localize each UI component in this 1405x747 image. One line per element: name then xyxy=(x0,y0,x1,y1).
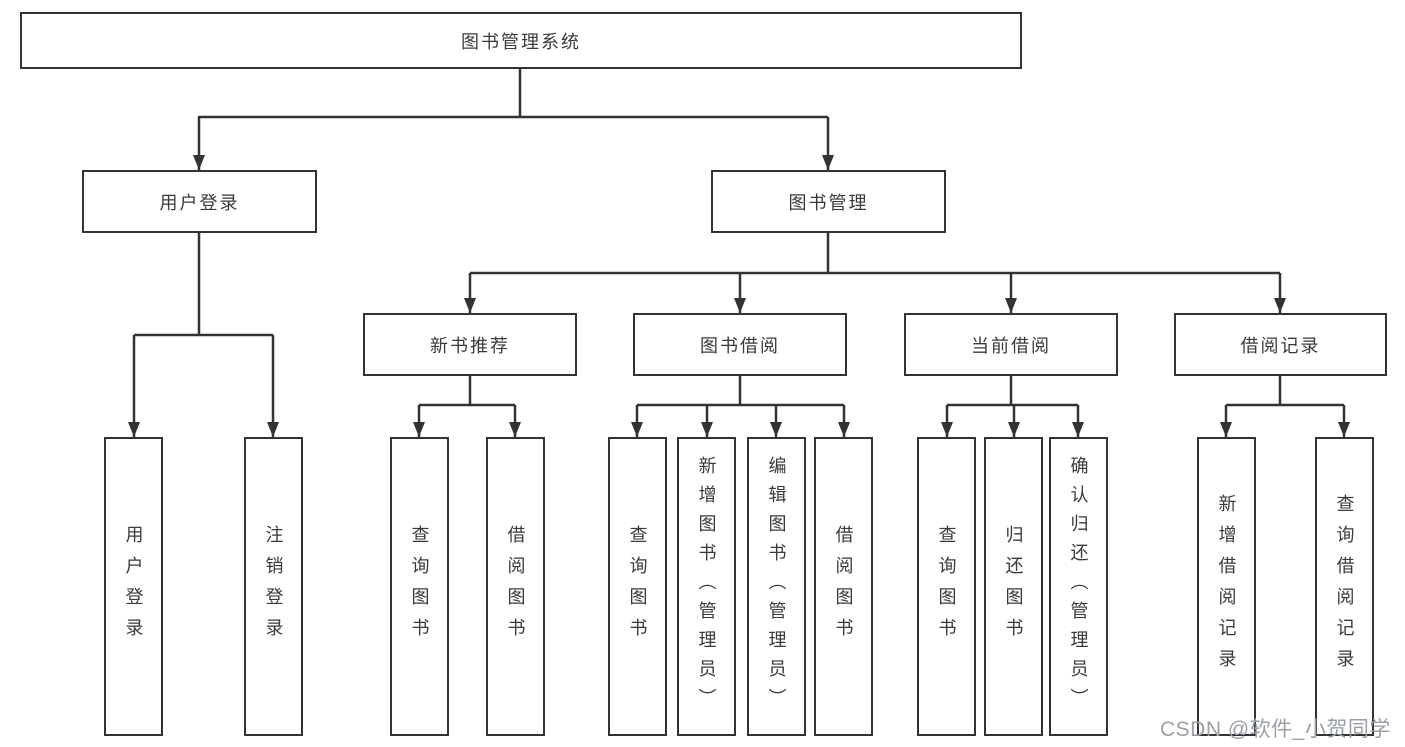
leaf-add-book-admin: 新增图书（管理员） xyxy=(677,437,736,736)
leaf-query-books-current: 查询图书 xyxy=(917,437,976,736)
node-new-book-recommendation: 新书推荐 xyxy=(363,313,577,376)
node-book-borrowing: 图书借阅 xyxy=(633,313,847,376)
leaf-borrow-books-recommend: 借阅图书 xyxy=(486,437,545,736)
leaf-logout: 注销登录 xyxy=(244,437,303,736)
node-borrowing-records: 借阅记录 xyxy=(1174,313,1387,376)
leaf-query-books-recommend: 查询图书 xyxy=(390,437,449,736)
leaf-edit-book-admin: 编辑图书（管理员） xyxy=(747,437,806,736)
leaf-add-borrow-record: 新增借阅记录 xyxy=(1197,437,1256,736)
leaf-return-books: 归还图书 xyxy=(984,437,1043,736)
leaf-borrow-books: 借阅图书 xyxy=(814,437,873,736)
leaf-query-books-borrowing: 查询图书 xyxy=(608,437,667,736)
node-current-borrowing: 当前借阅 xyxy=(904,313,1118,376)
leaf-confirm-return-admin: 确认归还（管理员） xyxy=(1049,437,1108,736)
csdn-watermark: CSDN @软件_小贺同学 xyxy=(1160,718,1391,741)
node-user-login: 用户登录 xyxy=(82,170,317,233)
leaf-user-login: 用户登录 xyxy=(104,437,163,736)
node-book-management: 图书管理 xyxy=(711,170,946,233)
node-library-management-system: 图书管理系统 xyxy=(20,12,1022,69)
leaf-query-borrow-record: 查询借阅记录 xyxy=(1315,437,1374,736)
